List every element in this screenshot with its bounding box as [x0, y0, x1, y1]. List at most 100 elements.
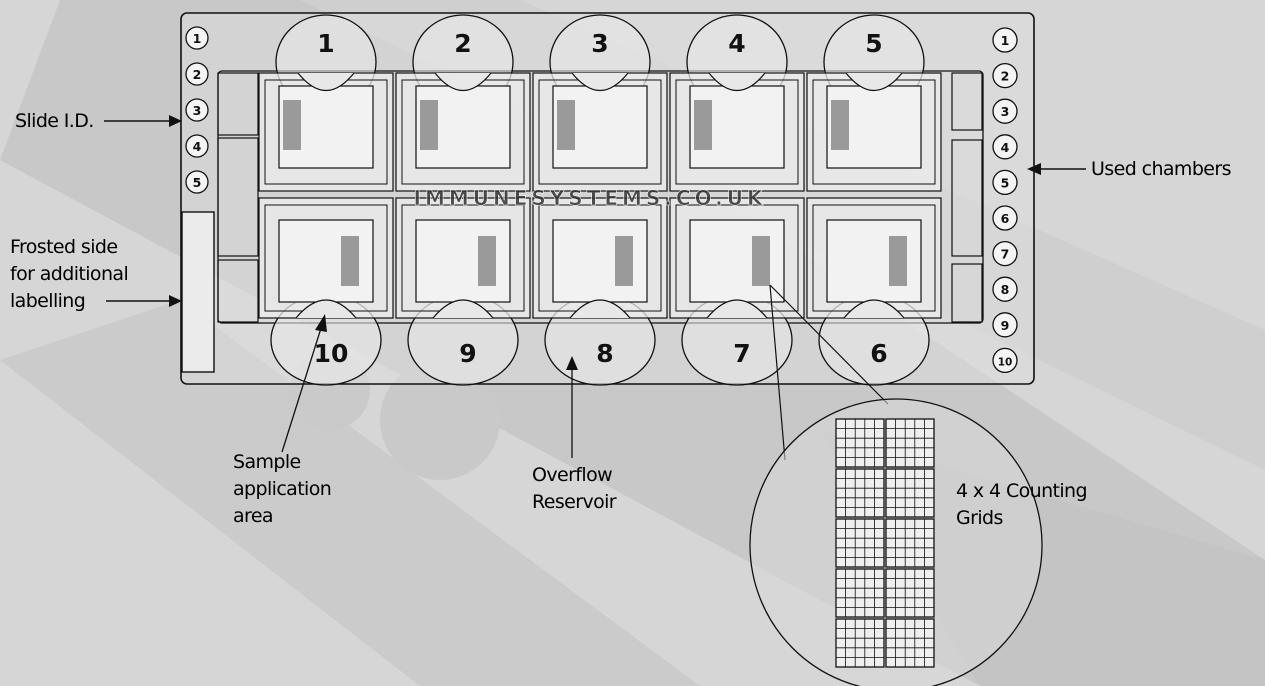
chamber-inlet	[845, 72, 903, 91]
grid-patch	[557, 100, 575, 150]
chamber-inlet	[432, 299, 494, 319]
used-chamber-number: 6	[1001, 211, 1010, 226]
overflow-label-line-1: Overflow	[532, 464, 613, 486]
chamber-inlet	[706, 299, 768, 319]
chamber-inlet	[708, 72, 766, 91]
chamber-window	[826, 219, 922, 303]
chamber-inlet	[297, 72, 355, 91]
counting-grid-square	[835, 418, 885, 468]
slide-id-circle	[185, 170, 209, 194]
chamber-inlet	[843, 299, 905, 319]
sample-label-line-3: area	[233, 505, 274, 527]
grid-patch	[889, 236, 907, 286]
overflow-arrowhead	[566, 356, 578, 370]
grid-patch	[615, 236, 633, 286]
magnifier-line-left	[769, 284, 786, 461]
chamber-inlet	[434, 72, 492, 91]
used-chamber-number: 2	[1001, 69, 1010, 84]
used-chamber-number: 5	[1001, 175, 1010, 190]
used-chambers-label: Used chambers	[1091, 158, 1232, 180]
chamber-number: 6	[870, 339, 887, 368]
used-chamber-number: 10	[998, 356, 1013, 368]
used-chamber-number: 1	[1001, 33, 1010, 48]
overflow-label-line-2: Reservoir	[532, 491, 617, 513]
frosted-side-area	[181, 211, 215, 373]
used-chamber-circle	[992, 312, 1018, 338]
counting-grid-square	[885, 618, 935, 668]
chamber-number: 8	[596, 339, 613, 368]
counting-grid-square	[885, 418, 935, 468]
counting-grids-label: 4 x 4 Counting Grids	[956, 478, 1088, 532]
chamber-inlet	[569, 299, 631, 319]
chamber-inlet	[571, 72, 629, 91]
used-chamber-circle	[992, 62, 1018, 89]
frosted-side-label-line-1: Frosted side	[10, 236, 118, 258]
sample-label-line-1: Sample	[233, 451, 301, 473]
frosted-arrowhead	[169, 295, 182, 307]
slide-id-label: Slide I.D.	[15, 110, 94, 132]
counting-label-line-1: 4 x 4 Counting	[956, 480, 1088, 502]
used-chamber-number: 8	[1001, 282, 1010, 297]
frosted-side-label-line-3: labelling	[10, 290, 86, 312]
sample-application-label: Sample application area	[233, 449, 332, 530]
chamber-number: 5	[865, 29, 882, 58]
slide-id-circle	[185, 62, 209, 86]
counting-grid-square	[885, 568, 935, 618]
used-chamber-number: 7	[1001, 247, 1010, 262]
frosted-side-label: Frosted side for additional labelling	[10, 234, 129, 315]
watermark: IMMUNESYSTEMS.CO.UK	[414, 186, 767, 210]
right-channel-mid	[951, 139, 983, 257]
used-chamber-circle	[992, 276, 1018, 302]
slide-id-circle	[185, 26, 209, 50]
chamber-number: 2	[454, 29, 471, 58]
right-channel-top	[951, 72, 983, 131]
used-chamber-number: 3	[1001, 104, 1010, 119]
chamber-number: 9	[459, 339, 476, 368]
slide-id-circle	[185, 98, 209, 122]
used-chamber-number: 4	[1001, 140, 1010, 155]
grid-patch	[420, 100, 438, 150]
chamber-number: 4	[728, 29, 745, 58]
counting-grid-square	[885, 518, 935, 568]
used-chamber-circle	[992, 347, 1018, 374]
chamber-number: 7	[733, 339, 750, 368]
chamber-window	[278, 219, 374, 303]
used-chamber-circle	[992, 134, 1018, 160]
grid-patch	[694, 100, 712, 150]
slide-id-number: 2	[193, 67, 202, 82]
grid-patch	[341, 236, 359, 286]
slide-id-number: 4	[193, 139, 202, 154]
right-channel-bottom	[951, 263, 983, 323]
counting-grid-square	[835, 618, 885, 668]
counting-grid-square	[835, 568, 885, 618]
counting-grid-square	[835, 518, 885, 568]
counting-label-line-2: Grids	[956, 507, 1003, 529]
used-chamber-circle	[992, 169, 1018, 196]
used-chamber-circle	[992, 205, 1018, 231]
grid-patch	[831, 100, 849, 150]
chamber-number: 10	[314, 339, 349, 368]
chamber-inlet	[295, 299, 357, 319]
used-chamber-circle	[992, 27, 1018, 53]
used-chamber-number: 9	[1001, 318, 1010, 333]
counting-grid-square	[835, 468, 885, 518]
grid-patch	[752, 236, 770, 286]
sample-arrowhead	[315, 314, 327, 332]
slide-id-circle	[185, 134, 209, 158]
slide-id-number: 1	[193, 31, 202, 46]
chamber-number: 1	[317, 29, 334, 58]
grid-patch	[283, 100, 301, 150]
used-chambers-arrowhead	[1027, 163, 1041, 175]
sample-arrow-line	[281, 324, 323, 453]
used-chamber-circle	[992, 240, 1018, 267]
sample-label-line-2: application	[233, 478, 332, 500]
overflow-reservoir-label: Overflow Reservoir	[532, 462, 617, 516]
slide-id-number: 5	[193, 175, 202, 190]
magnifier-line-right	[769, 284, 889, 405]
slide-id-number: 3	[193, 103, 202, 118]
used-chamber-circle	[992, 98, 1018, 124]
counting-grid-square	[885, 468, 935, 518]
chamber-number: 3	[591, 29, 608, 58]
slide-id-arrowhead	[169, 115, 182, 127]
